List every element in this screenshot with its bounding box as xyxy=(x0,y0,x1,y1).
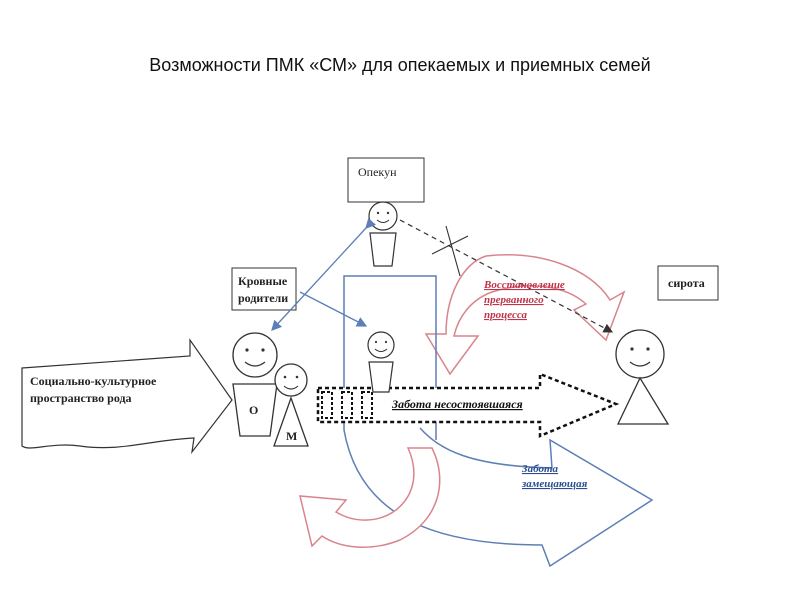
social-space-label-line2: пространство рода xyxy=(30,391,132,405)
restoration-line1: Восстановление xyxy=(483,279,565,291)
page-title: Возможности ПМК «СМ» для опекаемых и при… xyxy=(149,55,651,75)
social-space-arrow xyxy=(21,338,233,455)
orphan-label: сирота xyxy=(668,276,705,290)
restoration-line3: процесса xyxy=(484,309,527,321)
guardian-label: Опекун xyxy=(358,165,397,179)
lower-curved-arrow xyxy=(299,447,441,548)
orphan-figure xyxy=(615,329,670,425)
substitute-care-arrow xyxy=(343,427,654,568)
blood-parents-line2: родители xyxy=(238,291,288,305)
dash-block xyxy=(361,391,373,419)
guardian-box xyxy=(347,157,425,203)
substitute-line2: замещающая xyxy=(521,478,588,490)
dash-block xyxy=(321,391,333,419)
mother-figure xyxy=(232,332,278,437)
failed-care-label: Забота несостоявшаяся xyxy=(391,397,523,411)
restoration-curved-arrow xyxy=(424,254,626,376)
failed-care-arrow xyxy=(316,372,620,438)
cross-mark xyxy=(431,235,469,255)
m-mark: М xyxy=(286,429,297,443)
blood-parents-line1: Кровные xyxy=(238,274,288,288)
guardian-parents-link xyxy=(271,217,376,331)
guardian-orphan-link xyxy=(399,219,614,333)
dash-block xyxy=(341,391,353,419)
guardian-child-link xyxy=(299,291,368,327)
guardian-figure xyxy=(368,201,398,267)
father-figure xyxy=(273,363,309,447)
mother-mark: О xyxy=(249,403,258,417)
restoration-line2: прерванного xyxy=(484,294,544,306)
substitute-line1: Забота xyxy=(521,463,558,475)
social-space-label-line1: Социально-культурное xyxy=(30,374,157,388)
child-frame xyxy=(343,275,437,440)
orphan-box xyxy=(657,265,719,301)
child-figure xyxy=(367,331,395,393)
cross-mark xyxy=(445,225,461,277)
